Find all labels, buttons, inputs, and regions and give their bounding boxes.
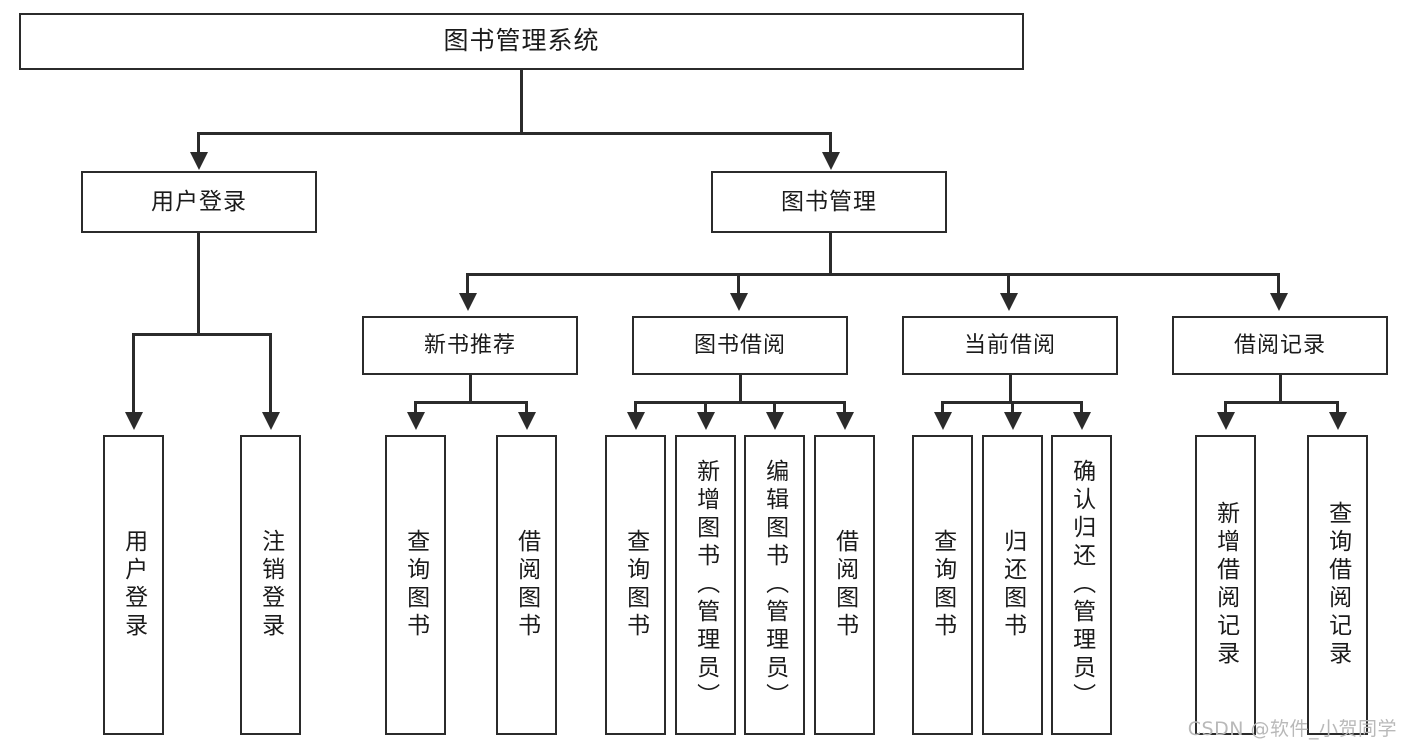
leaf-label: 查询借阅记录 (1324, 501, 1351, 669)
connector-new-book-stem (469, 375, 472, 403)
leaf-label: 归还图书 (999, 529, 1026, 641)
leaf-label: 确认归还（管理员） (1068, 459, 1095, 711)
node-root-system[interactable]: 图书管理系统 (19, 13, 1024, 70)
leaf-query-book-borrow[interactable]: 查询图书 (605, 435, 666, 735)
arrowhead-book-borrow (730, 293, 748, 311)
leaf-label: 新增图书（管理员） (692, 459, 719, 711)
connector-current-borrow-child-3 (1080, 401, 1083, 415)
connector-book-borrow-child-3 (773, 401, 776, 415)
connector-book-manage-child-2 (737, 273, 740, 296)
arrowhead-borrow-record (1270, 293, 1288, 311)
node-new-book-recommend[interactable]: 新书推荐 (362, 316, 578, 375)
leaf-label: 查询图书 (402, 529, 429, 641)
leaf-label: 查询图书 (622, 529, 649, 641)
arrowhead-leaf-query-record (1329, 412, 1347, 430)
leaf-add-book-admin[interactable]: 新增图书（管理员） (675, 435, 736, 735)
arrowhead-leaf-logout (262, 412, 280, 430)
arrowhead-leaf-borrow-book-2 (836, 412, 854, 430)
node-book-borrow[interactable]: 图书借阅 (632, 316, 848, 375)
leaf-label: 借阅图书 (831, 529, 858, 641)
arrowhead-leaf-query-book-1 (407, 412, 425, 430)
leaf-query-borrow-record[interactable]: 查询借阅记录 (1307, 435, 1368, 735)
connector-borrow-record-child-1 (1224, 401, 1227, 415)
connector-root-to-user-login (197, 132, 200, 155)
arrowhead-leaf-return-book (1004, 412, 1022, 430)
node-borrow-record[interactable]: 借阅记录 (1172, 316, 1388, 375)
arrowhead-leaf-add-book (697, 412, 715, 430)
connector-user-login-child-1 (132, 333, 135, 415)
connector-book-borrow-child-4 (843, 401, 846, 415)
connector-book-manage-bus (466, 273, 1280, 276)
connector-new-book-bus (414, 401, 528, 404)
node-label: 图书借阅 (693, 332, 786, 358)
node-book-manage[interactable]: 图书管理 (711, 171, 947, 233)
leaf-borrow-book-action[interactable]: 借阅图书 (814, 435, 875, 735)
connector-book-manage-child-3 (1007, 273, 1010, 296)
leaf-label: 查询图书 (929, 529, 956, 641)
arrowhead-leaf-borrow-book-1 (518, 412, 536, 430)
connector-root-bus (197, 132, 832, 135)
leaf-query-book-current[interactable]: 查询图书 (912, 435, 973, 735)
connector-user-login-child-2 (269, 333, 272, 415)
leaf-label: 用户登录 (120, 529, 147, 641)
connector-new-book-child-2 (525, 401, 528, 415)
connector-current-borrow-child-2 (1011, 401, 1014, 415)
arrowhead-leaf-confirm-return (1073, 412, 1091, 430)
leaf-confirm-return-admin[interactable]: 确认归还（管理员） (1051, 435, 1112, 735)
arrowhead-user-login (190, 152, 208, 170)
leaf-logout[interactable]: 注销登录 (240, 435, 301, 735)
connector-book-borrow-stem (739, 375, 742, 403)
connector-user-login-stem (197, 233, 200, 335)
connector-book-borrow-child-2 (704, 401, 707, 415)
connector-book-manage-child-4 (1277, 273, 1280, 296)
arrowhead-new-book-recommend (459, 293, 477, 311)
leaf-label: 借阅图书 (513, 529, 540, 641)
connector-root-stem (520, 70, 523, 134)
leaf-query-book-recommend[interactable]: 查询图书 (385, 435, 446, 735)
connector-user-login-bus (132, 333, 272, 336)
node-label: 当前借阅 (963, 332, 1056, 358)
leaf-add-borrow-record[interactable]: 新增借阅记录 (1195, 435, 1256, 735)
connector-new-book-child-1 (414, 401, 417, 415)
leaf-edit-book-admin[interactable]: 编辑图书（管理员） (744, 435, 805, 735)
node-user-login[interactable]: 用户登录 (81, 171, 317, 233)
connector-borrow-record-bus (1224, 401, 1339, 404)
leaf-label: 新增借阅记录 (1212, 501, 1239, 669)
arrowhead-leaf-query-book-2 (627, 412, 645, 430)
arrowhead-book-manage (822, 152, 840, 170)
node-label: 图书管理 (781, 188, 877, 215)
connector-book-manage-stem (829, 233, 832, 275)
connector-current-borrow-stem (1009, 375, 1012, 403)
arrowhead-leaf-edit-book (766, 412, 784, 430)
node-label: 新书推荐 (423, 332, 516, 358)
leaf-label: 编辑图书（管理员） (761, 459, 788, 711)
node-label: 借阅记录 (1233, 332, 1326, 358)
connector-current-borrow-child-1 (941, 401, 944, 415)
arrowhead-leaf-add-record (1217, 412, 1235, 430)
leaf-return-book[interactable]: 归还图书 (982, 435, 1043, 735)
node-label: 图书管理系统 (443, 26, 600, 56)
connector-book-manage-child-1 (466, 273, 469, 296)
connector-borrow-record-child-2 (1336, 401, 1339, 415)
leaf-borrow-book-recommend[interactable]: 借阅图书 (496, 435, 557, 735)
connector-book-borrow-child-1 (634, 401, 637, 415)
connector-book-borrow-bus (634, 401, 846, 404)
arrowhead-leaf-user-login (125, 412, 143, 430)
connector-borrow-record-stem (1279, 375, 1282, 403)
node-label: 用户登录 (151, 188, 247, 215)
connector-root-to-book-manage (829, 132, 832, 155)
leaf-label: 注销登录 (257, 529, 284, 641)
leaf-user-login[interactable]: 用户登录 (103, 435, 164, 735)
arrowhead-leaf-query-book-3 (934, 412, 952, 430)
node-current-borrow[interactable]: 当前借阅 (902, 316, 1118, 375)
arrowhead-current-borrow (1000, 293, 1018, 311)
